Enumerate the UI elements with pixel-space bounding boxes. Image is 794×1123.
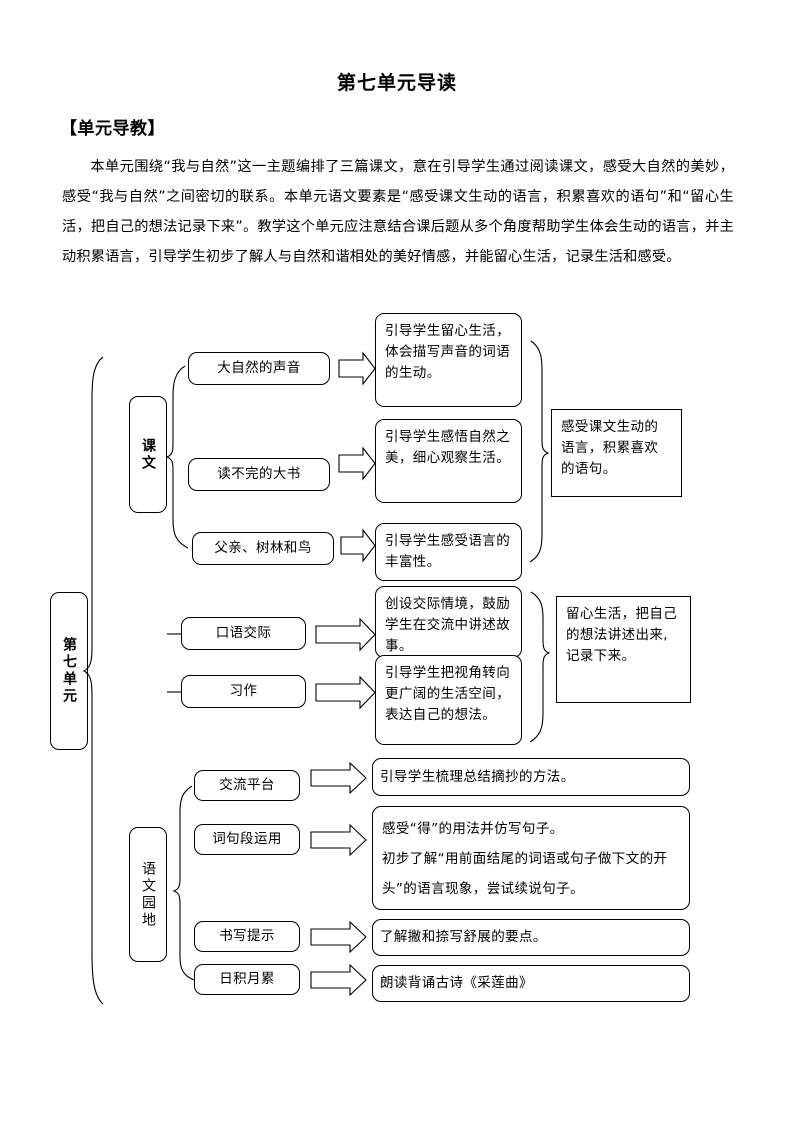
diagram-detail-7-text: 感受“得”的用法并仿写句子。 初步了解“用前面结尾的词语或句子做下文的开头”的语…	[382, 821, 668, 897]
arrow-icon-writing	[315, 675, 376, 710]
diagram-node-oral: 口语交际	[181, 617, 306, 650]
diagram-root-node: 第七单元	[50, 592, 88, 750]
diagram-detail-2: 引导学生感悟自然之美，细心观察生活。	[375, 419, 522, 503]
diagram-node-platform-label: 交流平台	[219, 777, 275, 793]
diagram-detail-5: 引导学生把视角转向更广阔的生活空间，表达自己的想法。	[375, 655, 522, 745]
kewen-brace	[165, 365, 189, 549]
diagram-detail-5-text: 引导学生把视角转向更广阔的生活空间，表达自己的想法。	[385, 665, 511, 723]
diagram-node-oral-label: 口语交际	[215, 625, 272, 641]
diagram-node-handwriting-label: 书写提示	[219, 928, 275, 944]
diagram-node-writing: 习作	[181, 675, 306, 708]
diagram-detail-8: 了解撇和捺写舒展的要点。	[372, 919, 690, 956]
diagram-detail-1: 引导学生留心生活，体会描写声音的词语的生动。	[375, 313, 522, 407]
summary1-brace	[529, 340, 550, 563]
diagram-branch-kewen-label: 课文	[140, 437, 156, 472]
diagram-node-accumulation: 日积月累	[194, 964, 300, 995]
yuwenyuandi-brace	[172, 785, 195, 981]
arrow-icon-lesson2	[338, 446, 376, 481]
diagram-detail-4-text: 创设交际情境，鼓励学生在交流中讲述故事。	[385, 596, 511, 654]
diagram-detail-3-text: 引导学生感受语言的丰富性。	[385, 533, 511, 570]
section-heading: 【单元导教】	[60, 119, 165, 139]
diagram-branch-kewen: 课文	[129, 396, 167, 513]
diagram-detail-2-text: 引导学生感悟自然之美，细心观察生活。	[385, 429, 511, 466]
summary2-brace	[529, 591, 551, 743]
diagram-node-lesson1-label: 大自然的声音	[217, 360, 301, 376]
arrow-icon-platform	[310, 761, 367, 795]
diagram-root-label: 第七单元	[61, 637, 77, 705]
arrow-icon-handwriting	[310, 920, 367, 954]
arrow-icon-lesson1	[338, 351, 376, 386]
unit-overview-paragraph: 本单元围绕“我与自然”这一主题编排了三篇课文，意在引导学生通过阅读课文，感受大自…	[62, 159, 734, 265]
diagram-branch-yuwenyuandi: 语文园地	[129, 827, 167, 962]
diagram-detail-6-text: 引导学生梳理总结摘抄的方法。	[380, 768, 575, 785]
diagram-node-lesson3-label: 父亲、树林和鸟	[214, 540, 312, 556]
diagram-node-accumulation-label: 日积月累	[219, 971, 275, 987]
diagram-node-lesson1: 大自然的声音	[188, 352, 330, 385]
diagram-node-phrase-label: 词句段运用	[212, 831, 282, 847]
diagram-summary-2-text: 留心生活，把自己的想法讲述出来,记录下来。	[566, 606, 678, 664]
diagram-detail-4: 创设交际情境，鼓励学生在交流中讲述故事。	[375, 586, 522, 658]
arrow-icon-accumulation	[310, 963, 367, 997]
diagram-detail-7: 感受“得”的用法并仿写句子。 初步了解“用前面结尾的词语或句子做下文的开头”的语…	[372, 806, 690, 910]
diagram-detail-9-text: 朗读背诵古诗《采莲曲》	[380, 975, 533, 991]
diagram-node-writing-label: 习作	[229, 683, 258, 699]
diagram-detail-3: 引导学生感受语言的丰富性。	[375, 523, 522, 581]
diagram-node-lesson2: 读不完的大书	[188, 458, 330, 491]
diagram-node-lesson2-label: 读不完的大书	[217, 466, 301, 482]
diagram-detail-6: 引导学生梳理总结摘抄的方法。	[372, 758, 690, 796]
diagram-branch-yuwenyuandi-label: 语文园地	[140, 860, 156, 929]
diagram-node-lesson3: 父亲、树林和鸟	[192, 532, 334, 565]
diagram-detail-9: 朗读背诵古诗《采莲曲》	[372, 965, 690, 1002]
diagram-node-platform: 交流平台	[194, 770, 300, 801]
diagram-summary-1-text: 感受课文生动的语言，积累喜欢的语句。	[561, 419, 659, 477]
diagram-node-phrase: 词句段运用	[194, 824, 300, 855]
arrow-icon-oral	[315, 617, 376, 652]
diagram-node-handwriting: 书写提示	[194, 921, 300, 952]
page-title: 第七单元导读	[336, 72, 457, 94]
arrow-icon-phrase	[310, 823, 367, 857]
diagram-summary-2: 留心生活，把自己的想法讲述出来,记录下来。	[556, 596, 691, 703]
arrow-icon-lesson3	[340, 528, 376, 563]
diagram-summary-1: 感受课文生动的语言，积累喜欢的语句。	[551, 409, 682, 497]
diagram-detail-8-text: 了解撇和捺写舒展的要点。	[380, 929, 547, 945]
diagram-detail-1-text: 引导学生留心生活，体会描写声音的词语的生动。	[385, 323, 511, 381]
